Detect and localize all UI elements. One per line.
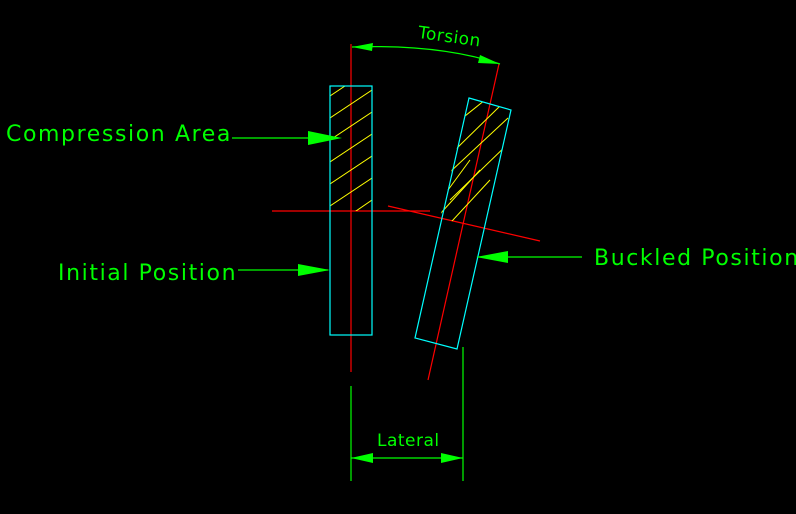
lateral-arrowhead-left xyxy=(351,453,373,463)
compression-area-arrowhead xyxy=(308,131,342,145)
initial-position-callout: Initial Position xyxy=(58,261,330,286)
compression-area-label: Compression Area xyxy=(6,122,232,147)
torsion-arrowhead-left xyxy=(352,43,373,51)
buckled-cross-centerline xyxy=(387,205,541,242)
initial-compression-hatch xyxy=(330,86,372,211)
initial-position-label: Initial Position xyxy=(58,261,237,286)
center-lines xyxy=(272,44,541,381)
buckled-position-label: Buckled Position xyxy=(594,246,796,271)
buckled-position-arrowhead xyxy=(476,251,508,263)
torsion-arrowhead-right xyxy=(478,55,500,64)
lateral-arrowhead-right xyxy=(441,453,463,463)
lateral-label: Lateral xyxy=(377,431,440,451)
buckled-axis-centerline xyxy=(427,63,500,381)
initial-position-arrowhead xyxy=(298,264,330,276)
torsion-dimension: Torsion xyxy=(351,23,501,65)
buckled-beam-outline xyxy=(414,97,512,350)
compression-area-callout: Compression Area xyxy=(6,122,342,147)
buckled-beam xyxy=(414,97,512,350)
initial-beam xyxy=(329,85,373,336)
lateral-dimension: Lateral xyxy=(350,347,464,481)
buckled-position-callout: Buckled Position xyxy=(476,246,796,271)
torsion-label: Torsion xyxy=(416,23,482,52)
initial-beam-outline xyxy=(329,85,373,336)
